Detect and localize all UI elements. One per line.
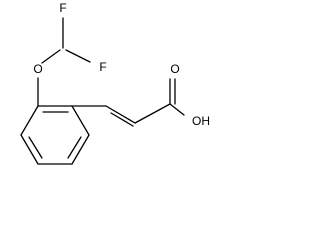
- ring-bond: [20, 134, 39, 165]
- carbon-to-fluorine-bond: [65, 49, 91, 63]
- ether-oxygen-label: O: [33, 62, 42, 76]
- fluorine-top-label: F: [59, 1, 66, 15]
- carbon-to-hydroxyl-bond: [169, 103, 185, 116]
- chemical-structure-diagram: O F F O OH: [20, 1, 210, 165]
- ring-bond: [71, 105, 90, 136]
- ring-inner-double-bond: [67, 136, 82, 159]
- fluorine-right-label: F: [99, 60, 106, 74]
- benzene-ring: [20, 105, 90, 165]
- carbonyl-oxygen-label: O: [170, 62, 179, 76]
- ring-bond: [71, 134, 90, 165]
- oxygen-to-carbon-bond: [41, 49, 61, 64]
- acrylic-acid-chain: O OH: [71, 62, 210, 128]
- vinyl-double-bond: [105, 105, 136, 124]
- hydroxyl-label: OH: [192, 114, 210, 128]
- ring-bond: [20, 105, 39, 136]
- vinyl-to-carboxyl-bond: [134, 103, 171, 124]
- ring-inner-double-bond: [28, 136, 43, 159]
- vinyl-double-bond-inner: [110, 112, 134, 127]
- difluoromethoxy-group: O F F: [33, 1, 107, 107]
